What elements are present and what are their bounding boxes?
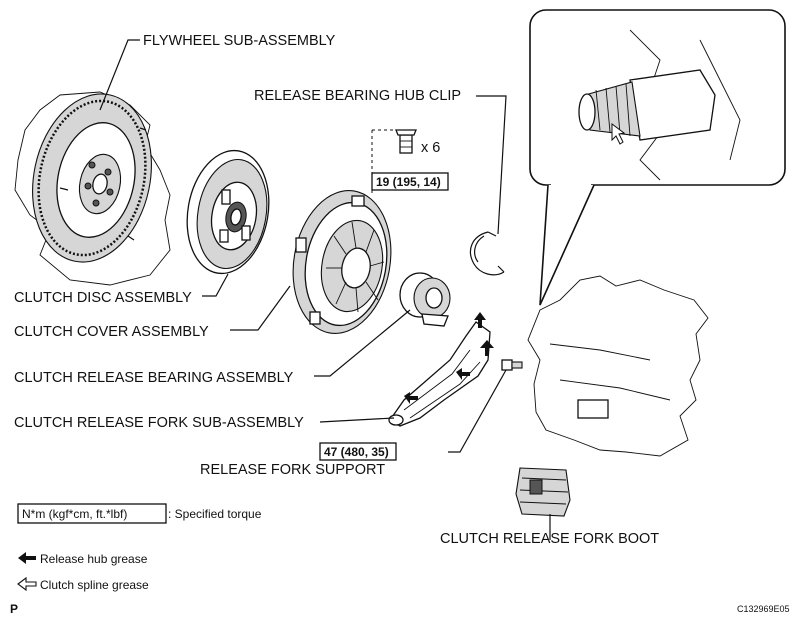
leader-lines — [99, 39, 551, 540]
page-letter: P — [10, 602, 18, 616]
legend-spline-grease: Clutch spline grease — [40, 578, 149, 592]
label-hub-clip: RELEASE BEARING HUB CLIP — [254, 88, 461, 104]
release-bearing-drawing — [399, 272, 451, 327]
legend-outline-arrow-icon — [17, 576, 37, 592]
label-clutch-cover: CLUTCH COVER ASSEMBLY — [14, 324, 209, 340]
transmission-housing-drawing — [527, 275, 709, 457]
cover-bolt-drawing — [371, 129, 417, 196]
label-bolt-qty: x 6 — [421, 140, 440, 156]
hub-clip-drawing — [469, 231, 505, 276]
torque-cover-value: 19 (195, 14) — [376, 175, 441, 189]
legend-hub-grease: Release hub grease — [40, 552, 148, 566]
label-fork-boot: CLUTCH RELEASE FORK BOOT — [440, 531, 659, 547]
figure-code: C132969E05 — [737, 604, 790, 614]
fork-support-drawing — [501, 359, 523, 371]
part-labels: FLYWHEEL SUB-ASSEMBLY RELEASE BEARING HU… — [14, 33, 659, 547]
fork-boot-drawing — [515, 467, 571, 517]
legend-torque-desc: : Specified torque — [168, 507, 262, 521]
hub-grease-arrow — [404, 392, 418, 404]
torque-support-value: 47 (480, 35) — [324, 445, 389, 459]
hub-grease-arrow — [474, 312, 486, 328]
grease-arrows — [404, 312, 494, 404]
legend-torque-box — [17, 503, 167, 524]
hub-grease-arrow — [456, 368, 470, 380]
label-flywheel: FLYWHEEL SUB-ASSEMBLY — [143, 33, 336, 49]
hub-grease-arrow — [480, 340, 494, 356]
legend-torque-unit: N*m (kgf*cm, ft.*lbf) — [22, 507, 127, 521]
legend-filled-arrow-icon — [18, 552, 36, 564]
torque-box-cover — [371, 172, 449, 191]
label-fork-support: RELEASE FORK SUPPORT — [200, 462, 385, 478]
label-release-bearing: CLUTCH RELEASE BEARING ASSEMBLY — [14, 370, 294, 386]
clutch-disc-drawing — [186, 149, 270, 275]
flywheel-drawing — [14, 91, 171, 286]
torque-box-support — [319, 442, 397, 461]
legend: N*m (kgf*cm, ft.*lbf) : Specified torque… — [17, 503, 262, 592]
spline-detail-inset — [529, 9, 786, 306]
label-clutch-disc: CLUTCH DISC ASSEMBLY — [14, 290, 192, 306]
release-fork-drawing — [388, 321, 491, 427]
label-release-fork: CLUTCH RELEASE FORK SUB-ASSEMBLY — [14, 415, 304, 431]
clutch-cover-drawing — [292, 190, 392, 334]
